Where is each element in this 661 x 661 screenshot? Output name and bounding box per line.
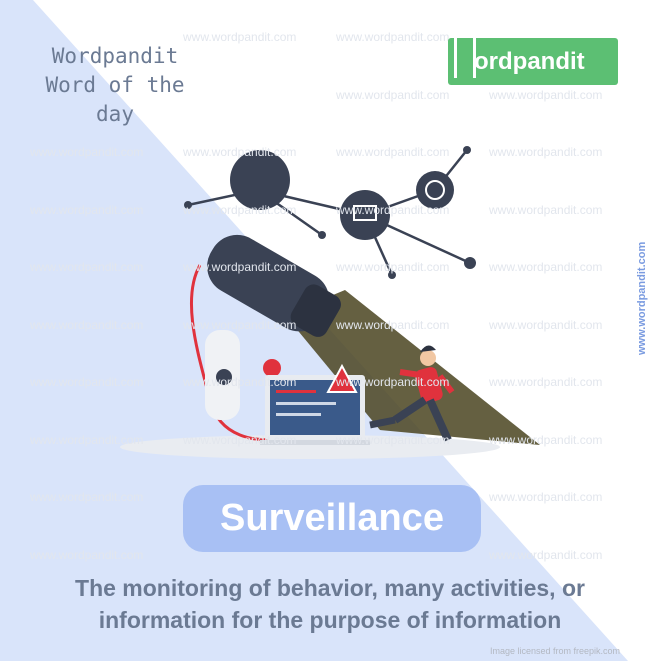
heading-line-3: day [96, 102, 134, 126]
watermark-text: www.wordpandit.com [489, 490, 603, 504]
word-of-the-day-heading: Wordpandit Word of the day [30, 42, 200, 129]
globe-node-icon [416, 171, 454, 209]
watermark-text: www.wordpandit.com [183, 30, 297, 44]
watermark-text: www.wordpandit.com [183, 375, 297, 389]
definition-line-1: The monitoring of behavior, many activit… [75, 575, 585, 601]
watermark-text: www.wordpandit.com [336, 375, 450, 389]
watermark-text: www.wordpandit.com [489, 432, 603, 447]
watermark-text: www.wordpandit.com [30, 547, 144, 562]
watermark-text: www.wordpandit.com [489, 547, 603, 562]
watermark-text: www.wordpandit.com [183, 317, 297, 332]
network-nodes [184, 146, 476, 279]
watermark-text: www.wordpandit.com [30, 260, 144, 274]
watermark-text: www.wordpandit.com [489, 260, 603, 274]
heading-line-2: Word of the [45, 73, 185, 97]
laptop-node-icon [340, 190, 390, 240]
definition: The monitoring of behavior, many activit… [30, 572, 630, 636]
watermark-text: www.wordpandit.com [30, 432, 144, 447]
gear-icon [263, 359, 281, 377]
watermark-text: www.wordpandit.com [336, 87, 450, 102]
warning-icon [326, 363, 358, 393]
side-url: www.wordpandit.com [636, 241, 648, 355]
image-credit: Image licensed from freepik.com [490, 646, 621, 656]
watermark-text: www.wordpandit.com [489, 202, 603, 217]
watermark-text: www.wordpandit.com [336, 260, 450, 274]
watermark-text: www.wordpandit.com [489, 317, 603, 332]
watermark-text: www.wordpandit.com [489, 375, 603, 389]
watermark-text: www.wordpandit.com [183, 260, 297, 274]
definition-line-2: information for the purpose of informati… [98, 607, 562, 633]
watermark-text: www.wordpandit.com [336, 145, 450, 159]
wordpandit-logo: ordpandit [448, 32, 618, 85]
watermark-text: www.wordpandit.com [183, 202, 297, 217]
watermark-text: www.wordpandit.com [336, 30, 450, 44]
logo-text: ordpandit [474, 47, 585, 75]
camera-light-beam [285, 290, 540, 445]
watermark-text: www.wordpandit.com [336, 202, 450, 217]
floor-shadow [120, 435, 500, 459]
security-camera-icon [207, 234, 341, 337]
watermark-text: www.wordpandit.com [336, 317, 450, 332]
heading-line-1: Wordpandit [51, 44, 179, 68]
camera-node-icon [230, 150, 290, 210]
watermark-text: www.wordpandit.com [183, 432, 297, 447]
watermark-text: www.wordpandit.com [489, 87, 603, 102]
watermark-text: www.wordpandit.com [30, 490, 144, 504]
watermark-text: www.wordpandit.com [489, 145, 603, 159]
logo-w-mark-icon [454, 32, 476, 78]
watermark-text: www.wordpandit.com [183, 145, 297, 159]
watermark-text: www.wordpandit.com [30, 145, 144, 159]
watermark-text: www.wordpandit.com [30, 317, 144, 332]
word-pill: Surveillance [183, 485, 481, 552]
watermark-text: www.wordpandit.com [336, 432, 450, 447]
watermark-text: www.wordpandit.com [30, 202, 144, 217]
running-person [369, 345, 455, 442]
watermark-text: www.wordpandit.com [30, 375, 144, 389]
